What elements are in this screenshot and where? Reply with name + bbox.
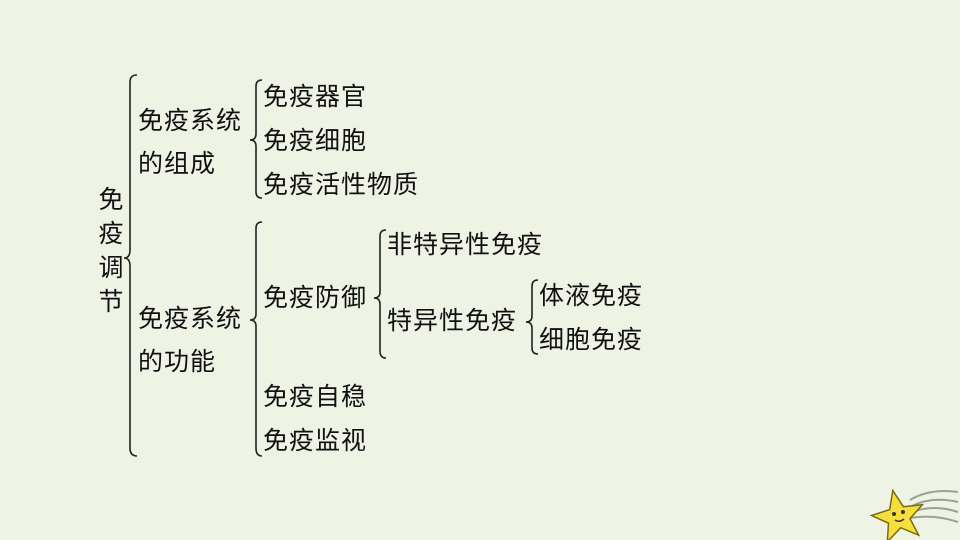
cellular-immunity-node: 细胞免疫 <box>539 325 644 354</box>
homeostasis-node: 免疫自稳 <box>263 382 368 411</box>
root-brace <box>123 74 138 457</box>
composition-label-line1: 免疫系统 <box>138 106 243 135</box>
cells-node: 免疫细胞 <box>263 126 368 155</box>
active-substances-node: 免疫活性物质 <box>263 170 420 199</box>
function-brace <box>249 221 263 457</box>
root-label: 免疫调节 <box>96 183 126 319</box>
specific-immunity-node: 特异性免疫 <box>387 306 518 335</box>
composition-label-line2: 的组成 <box>138 149 217 178</box>
composition-brace <box>249 79 263 199</box>
defense-node: 免疫防御 <box>263 283 368 312</box>
root-label-text: 免疫调节 <box>98 185 124 316</box>
star-decoration-icon <box>869 488 959 540</box>
function-label-line1: 免疫系统 <box>138 304 243 333</box>
organs-node: 免疫器官 <box>263 82 368 111</box>
nonspecific-immunity-node: 非特异性免疫 <box>387 230 544 259</box>
specific-brace <box>525 279 539 355</box>
function-label-line2: 的功能 <box>138 347 217 376</box>
surveillance-node: 免疫监视 <box>263 426 368 455</box>
defense-brace <box>373 229 387 359</box>
humoral-immunity-node: 体液免疫 <box>539 281 644 310</box>
